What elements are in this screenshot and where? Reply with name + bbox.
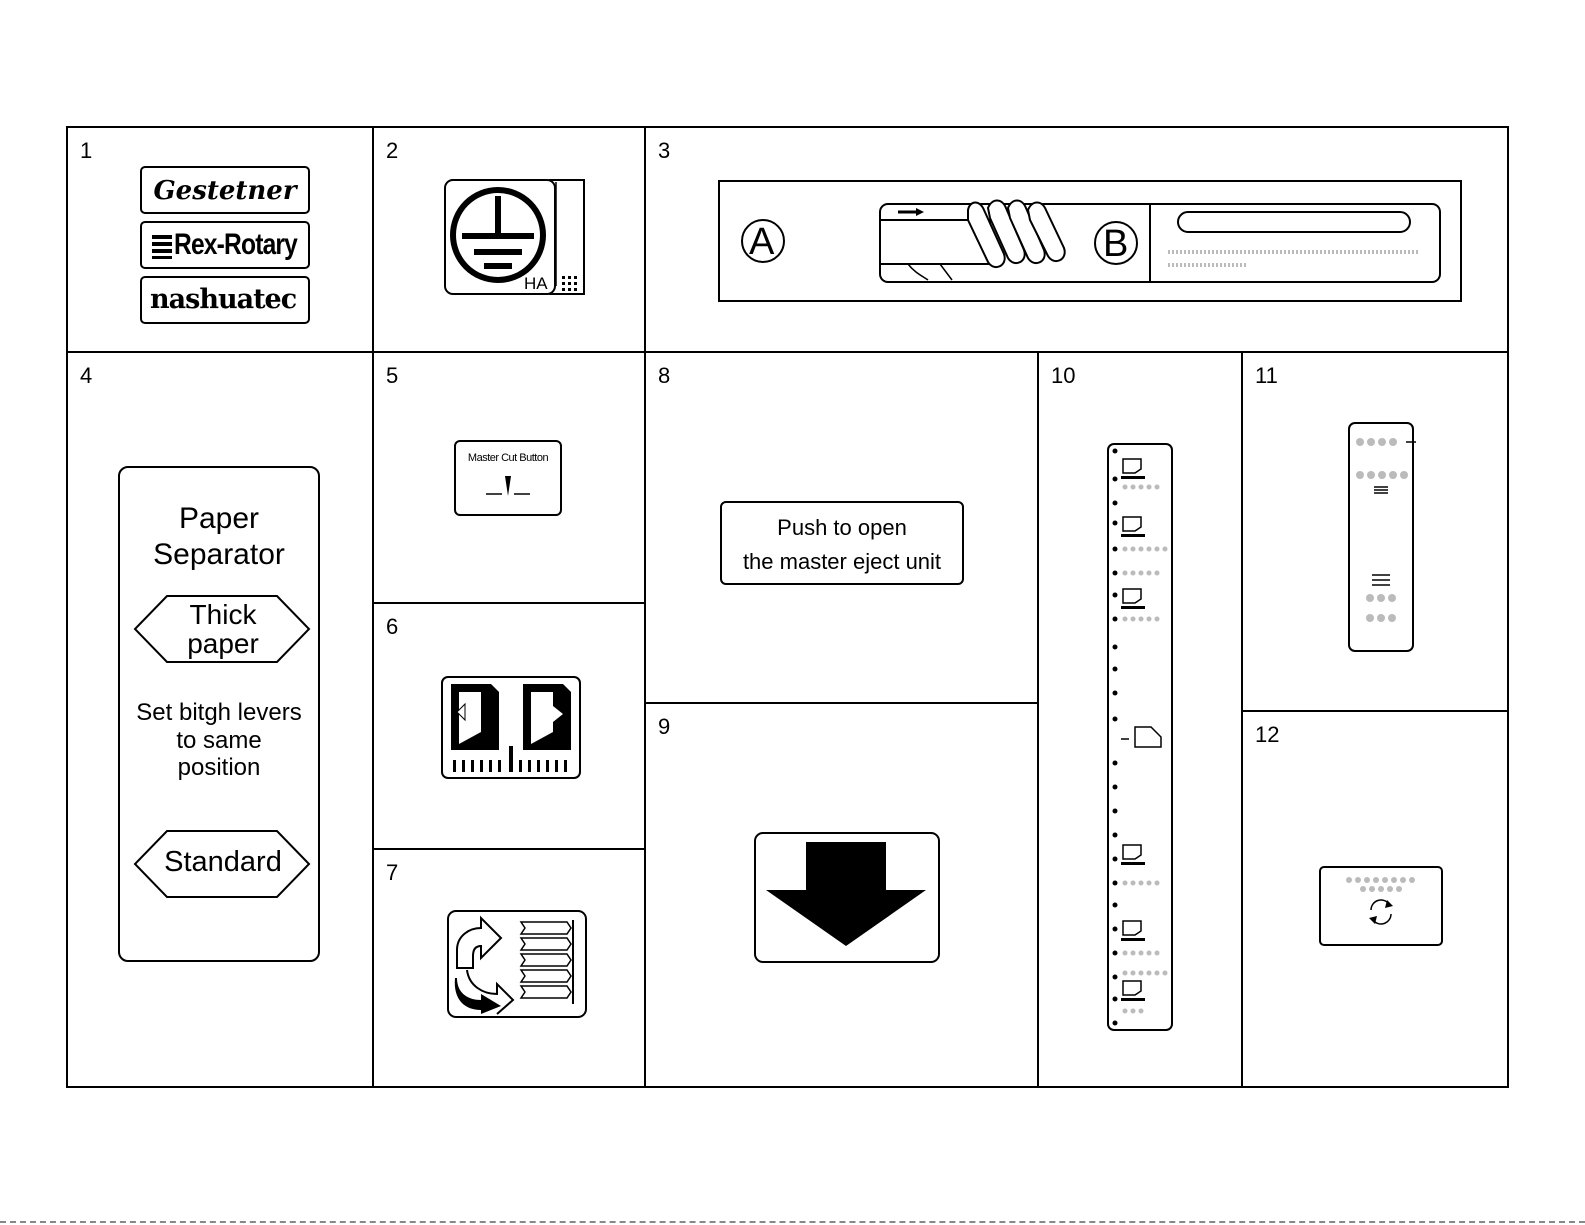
panel-number: 10 [1051,363,1075,389]
panel-5: 5 Master Cut Button [372,351,646,602]
panel-10: 10 [1037,351,1243,1088]
panel-number: 12 [1255,722,1279,748]
push-to-open-label: Push to open the master eject unit [720,501,964,585]
thick-line1: Thick [133,599,313,631]
hand-pull-icon [718,180,1463,302]
vertical-panel-label-icon [1348,422,1418,654]
brand-label-nashuatec: nashuatec [140,276,310,324]
standard-text: Standard [133,846,313,879]
title-line2: Separator [120,538,318,572]
panel-11: 11 [1241,351,1509,710]
down-arrow-icon [754,832,940,964]
push-line2: the master eject unit [722,549,962,575]
ground-label-text: HA [524,274,548,294]
panel-number: 7 [386,860,398,886]
panel-number: 2 [386,138,398,164]
rotate-arrows-icon [1319,866,1445,948]
image-shift-icon [441,676,581,780]
panel-number: 9 [658,714,670,740]
panel-9: 9 [644,702,1039,1088]
panel-7: 7 [372,848,646,1088]
thick-line2: paper [133,628,313,660]
panel-number: 1 [80,138,92,164]
vertical-indicator-strip-icon [1107,443,1177,1033]
brand-nashuatec-text: nashuatec [150,284,296,315]
panel-number: 11 [1255,363,1278,389]
mark-a-text: A [749,221,774,264]
note-line3: position [118,754,320,782]
mark-b-text: B [1103,223,1128,266]
panel-number: 3 [658,138,670,164]
title-line1: Paper [120,502,318,536]
panel-8: 8 Push to open the master eject unit [644,351,1039,702]
master-cut-button-label: Master Cut Button [454,440,562,516]
rex-rotary-logo-icon [150,231,174,261]
brand-gestetner-text: Gestetner [142,176,308,206]
panel-4: 4 Paper Separator Thick paper Set bitgh … [66,351,372,1088]
panel-number: 6 [386,614,398,640]
push-line1: Push to open [722,515,962,541]
panel-number: 8 [658,363,670,389]
panel-number: 5 [386,363,398,389]
page-bottom-edge [0,1221,1585,1223]
panel-6: 6 [372,602,646,848]
note-line2: to same [118,727,320,755]
brand-label-gestetner: Gestetner [140,166,310,214]
brand-rex-rotary-text: Rex-Rotary [174,228,297,262]
note-line1: Set bitgh levers [118,699,320,727]
panel-12: 12 [1241,710,1509,1088]
panel-3: 3 A B [644,126,1509,351]
panel-2: 2 HA [372,126,646,351]
brand-label-rex-rotary: Rex-Rotary [140,221,310,269]
cut-symbol-icon [484,472,534,498]
master-cut-button-text: Master Cut Button [456,452,560,464]
panel-1: 1 Gestetner Rex-Rotary nashuatec [66,126,372,351]
paper-feed-rotate-icon [447,910,589,1020]
ground-symbol-icon [444,178,589,298]
panel-number: 4 [80,363,92,389]
